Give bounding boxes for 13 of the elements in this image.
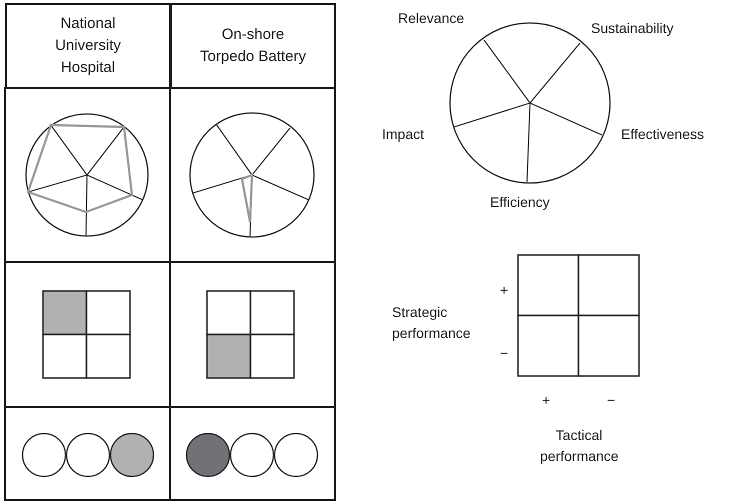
axis-label: Relevance [398,10,464,27]
axis-title: Strategic performance [392,303,472,343]
sign-label: + [542,392,550,409]
column-header-cell: National University Hospital [5,3,171,89]
axis-title: Tactical performance [540,426,618,466]
sign-label: − [500,345,508,362]
sign-label: − [607,392,616,409]
column-header-cell: On-shore Torpedo Battery [170,3,336,89]
axis-label: Effectiveness [621,126,704,143]
axis-label: Efficiency [490,194,550,211]
sign-label: + [500,282,508,299]
axis-label: Impact [382,126,424,143]
axis-label: Sustainability [591,20,674,37]
